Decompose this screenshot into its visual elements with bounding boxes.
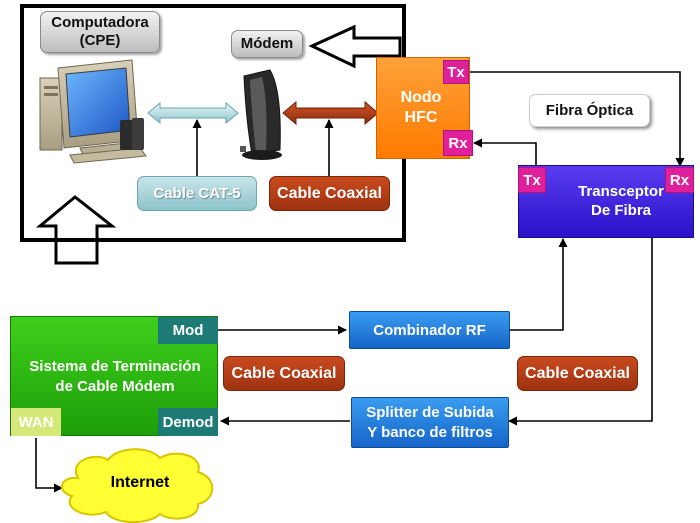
cable-cat5-label: Cable CAT-5 [137,176,257,211]
cat5-double-arrow [147,101,239,125]
internet-label: Internet [110,474,170,491]
wan-port: WAN [11,408,61,436]
outline-arrow-left [308,24,402,69]
transceptor-rx-tag: Rx [665,167,694,193]
nodo-tx-tag: Tx [443,60,469,84]
cable-coaxial-top-label: Cable Coaxial [269,176,390,211]
internet-cloud-shape [61,448,214,523]
transceptor-box: Transceptor De Fibra [518,165,694,238]
cmts-label: Sistema de Terminación de Cable Módem [29,358,201,395]
connector-combinador-transceptor [510,238,568,331]
computadora-label: Computadora (CPE) [40,11,160,53]
fibra-optica-label: Fibra Óptica [529,94,650,127]
cable-coaxial-left-label: Cable Coaxial [223,356,345,391]
modem-icon [240,69,282,160]
outline-arrow-up [35,195,117,265]
demod-port: Demod [158,408,218,436]
connector-wan-internet [35,438,63,493]
connector-nodo-tx [469,71,685,167]
transceptor-label: Transceptor De Fibra [578,183,664,219]
connector-transceptor-splitter [508,238,653,426]
nodo-hfc-label: Nodo HFC [400,89,442,126]
nodo-rx-tag: Rx [443,130,473,156]
cable-coaxial-right-label: Cable Coaxial [517,356,638,391]
computer-icon [39,59,147,164]
connector-nodo-rx [473,138,537,166]
modem-label: Módem [231,30,303,58]
combinador-rf-box: Combinador RF [349,311,510,349]
mod-port: Mod [158,317,218,344]
transceptor-tx-tag: Tx [518,167,546,193]
splitter-box: Splitter de Subida Y banco de filtros [351,397,509,448]
